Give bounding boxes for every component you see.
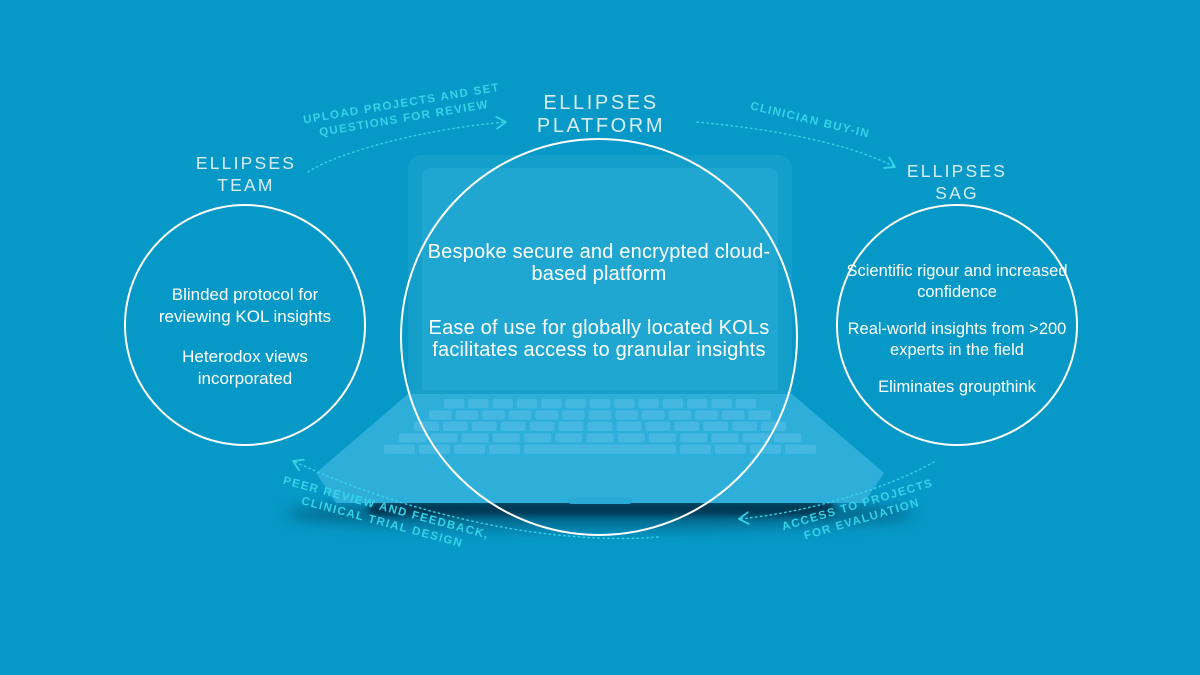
node-sag-item-1: Scientific rigour and increased confiden… xyxy=(846,261,1068,301)
flow-arc-upload-arrow-icon xyxy=(307,116,507,173)
node-circle-team: Blinded protocol for reviewing KOL insig… xyxy=(124,204,366,446)
node-platform-content: Bespoke secure and encrypted cloud-based… xyxy=(425,241,773,361)
node-circle-platform: Bespoke secure and encrypted cloud-based… xyxy=(400,138,798,536)
node-sag-item-3: Eliminates groupthink xyxy=(878,377,1036,396)
node-platform-item-1: Bespoke secure and encrypted cloud-based… xyxy=(427,241,771,285)
node-title-platform-line2: PLATFORM xyxy=(536,115,666,137)
node-title-sag: ELLIPSES SAG xyxy=(907,160,1007,204)
flow-arc-clinician-arrow-icon xyxy=(696,121,896,169)
node-sag-item-2: Real-world insights from >200 experts in… xyxy=(847,319,1067,359)
node-title-team-line1: ELLIPSES xyxy=(195,153,297,173)
node-team-content: Blinded protocol for reviewing KOL insig… xyxy=(141,284,349,390)
node-team-item-1: Blinded protocol for reviewing KOL insig… xyxy=(158,285,332,326)
node-circle-sag: Scientific rigour and increased confiden… xyxy=(836,204,1078,446)
node-title-platform-line1: ELLIPSES xyxy=(543,92,659,114)
node-title-team-line2: TEAM xyxy=(217,175,275,195)
node-title-platform: ELLIPSES PLATFORM xyxy=(537,92,665,138)
node-title-sag-line2: SAG xyxy=(935,183,979,203)
node-sag-content: Scientific rigour and increased confiden… xyxy=(843,261,1071,398)
node-title-sag-line1: ELLIPSES xyxy=(906,161,1008,181)
node-title-team: ELLIPSES TEAM xyxy=(196,152,296,196)
node-team-item-2: Heterodox views incorporated xyxy=(182,347,308,388)
flow-arc-peer-arrow-icon xyxy=(292,458,659,540)
node-platform-item-2: Ease of use for globally located KOLs fa… xyxy=(428,317,770,361)
